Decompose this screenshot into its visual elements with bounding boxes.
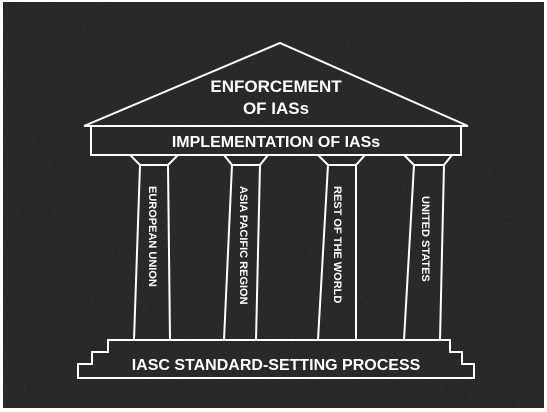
pillar-label-asia-pacific: ASIA PACIFIC REGION [237,186,249,305]
roof-title-line2: OF IASs [243,99,309,118]
pillar-label-united-states: UNITED STATES [419,196,431,282]
pillar-label-european-union: EUROPEAN UNION [146,186,158,287]
base-label: IASC STANDARD-SETTING PROCESS [132,357,421,374]
pillar-label-rest-of-world: REST OF THE WORLD [331,186,343,303]
implementation-beam [90,125,462,156]
background-grain [3,2,544,408]
stepped-base [77,339,475,379]
beam-label: IMPLEMENTATION OF IASs [172,134,380,151]
roof-title-line1: ENFORCEMENT [210,77,342,96]
